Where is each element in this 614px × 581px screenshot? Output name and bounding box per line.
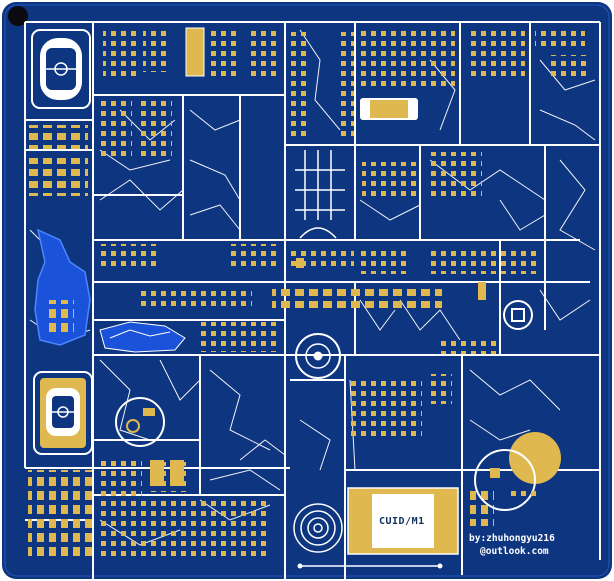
component-pair-left bbox=[150, 460, 164, 486]
roundabout-center bbox=[295, 333, 341, 379]
chip-label: CUID/M1 bbox=[379, 516, 425, 527]
component-small-1 bbox=[296, 258, 304, 268]
concentric-rings bbox=[293, 503, 343, 553]
author-credit-line2: @outlook.com bbox=[480, 546, 549, 557]
chip-cuid bbox=[347, 487, 459, 555]
stadium-top-left bbox=[31, 29, 91, 109]
arena-left bbox=[115, 397, 165, 447]
lake bbox=[34, 228, 91, 346]
island-left-lower bbox=[99, 321, 186, 353]
stadium-middle-left bbox=[33, 371, 93, 455]
author-credit-line1: by:zhuhongyu216 bbox=[469, 533, 555, 544]
plaza-grid bbox=[295, 150, 345, 239]
mounting-hole bbox=[8, 6, 28, 26]
board-edge bbox=[4, 4, 610, 577]
component-small-2 bbox=[478, 282, 486, 300]
pad-cluster-grid bbox=[96, 28, 588, 556]
roundabout-right bbox=[503, 300, 533, 330]
component-gold-top bbox=[185, 27, 205, 77]
pond-right bbox=[474, 432, 561, 511]
component-small-3 bbox=[490, 468, 500, 478]
pad-block-left bbox=[28, 125, 494, 558]
